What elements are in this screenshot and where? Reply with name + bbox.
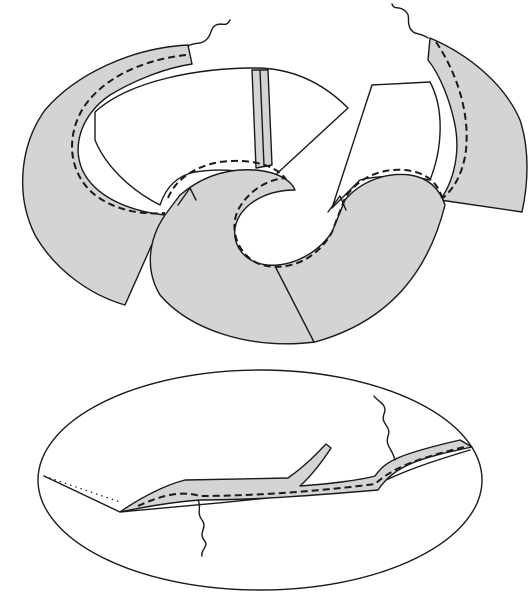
right-collar-piece (428, 38, 527, 212)
thread-left-top (188, 20, 230, 46)
magnified-seam-detail (38, 370, 482, 590)
thread-right-top (392, 4, 428, 38)
upper-collar-view (23, 4, 527, 344)
